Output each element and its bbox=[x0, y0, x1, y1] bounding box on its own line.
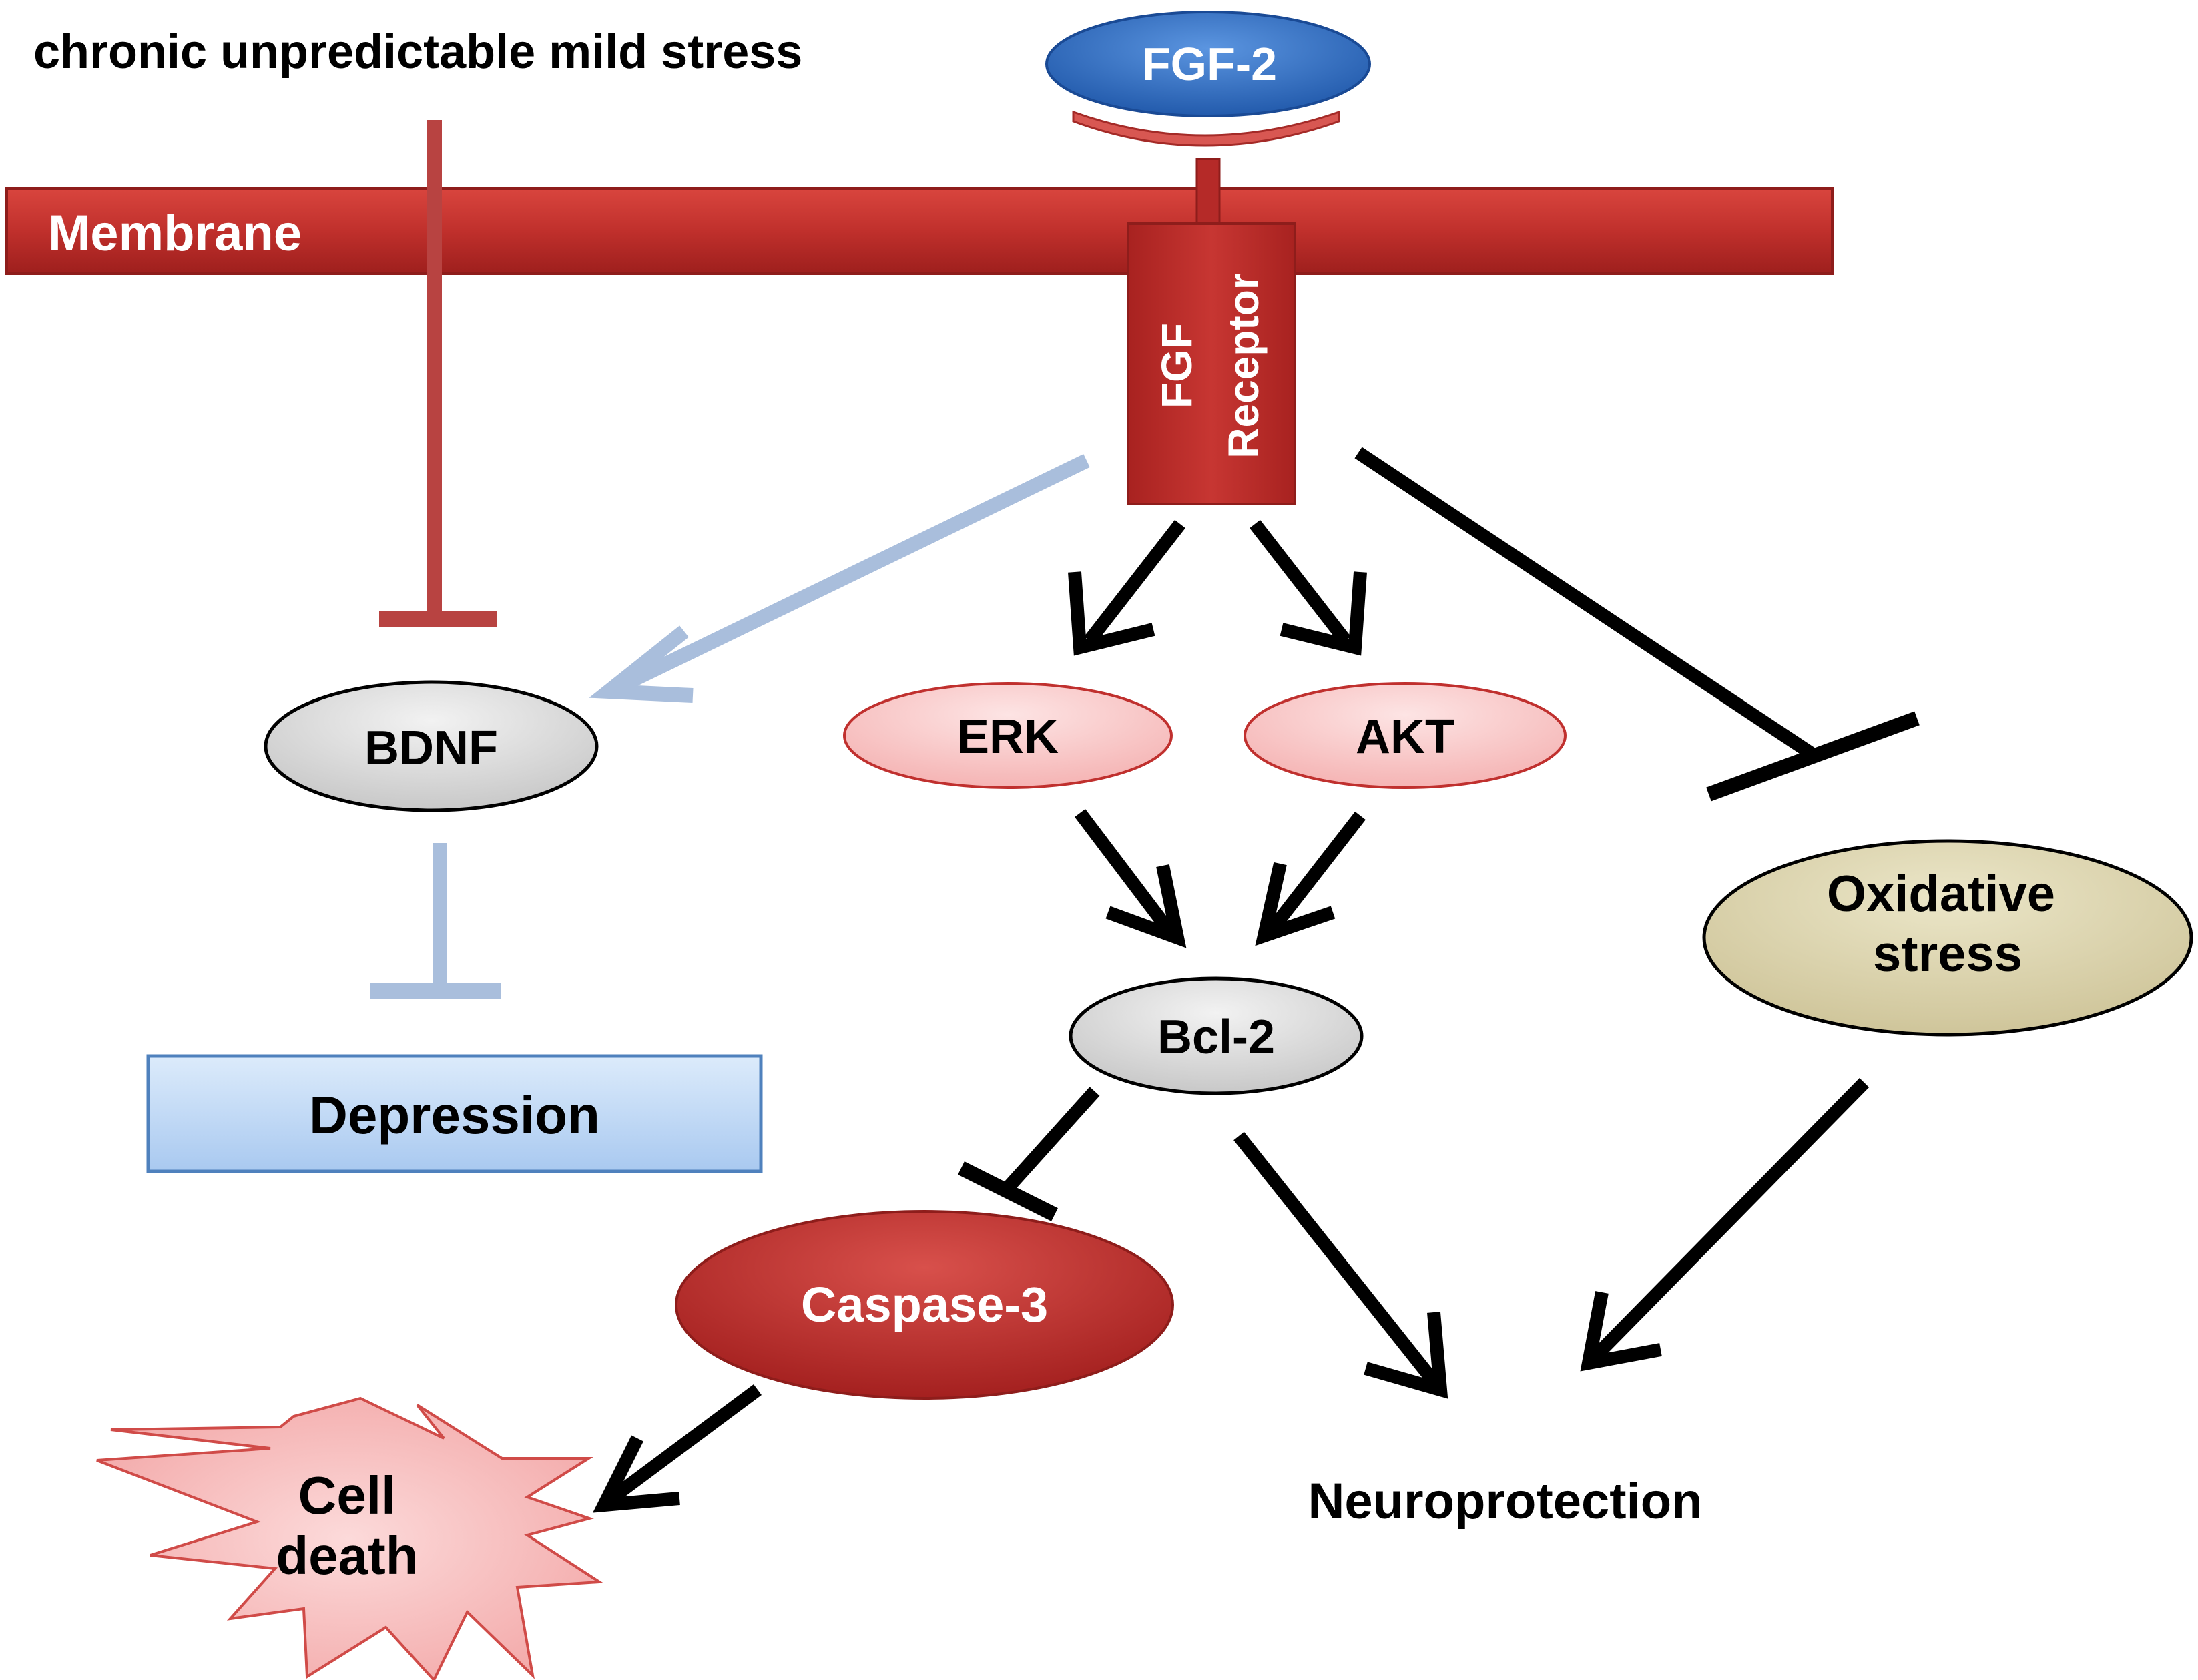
bdnf-label: BDNF bbox=[364, 722, 498, 775]
bcl2-to-neuroprotection-arrow bbox=[1233, 1131, 1448, 1399]
oxidative-stress-to-neuroprotection-arrow bbox=[1580, 1077, 1870, 1372]
bdnf-node: BDNF bbox=[264, 680, 599, 812]
depression-label: Depression bbox=[309, 1085, 600, 1145]
receptor-to-erk-arrow bbox=[1068, 519, 1185, 656]
erk-label: ERK bbox=[957, 710, 1059, 764]
oxidative-stress-node: Oxidative stress bbox=[1702, 839, 2193, 1037]
fgf2-ligand: FGF-2 bbox=[1045, 11, 1371, 147]
stressor-label: chronic unpredictable mild stress bbox=[33, 25, 802, 79]
oxidative-stress-label-line2: stress bbox=[1873, 926, 2022, 983]
erk-to-bcl2-arrow bbox=[1075, 808, 1187, 948]
caspase3-to-cell-death-arrow bbox=[593, 1384, 762, 1513]
depression-box: Depression bbox=[146, 1054, 763, 1173]
receptor-to-akt-arrow bbox=[1250, 519, 1367, 656]
erk-node: ERK bbox=[843, 682, 1173, 789]
fgf2-label: FGF-2 bbox=[1142, 38, 1277, 90]
akt-label: AKT bbox=[1356, 710, 1454, 764]
receptor-label-line1: FGF bbox=[1153, 323, 1201, 408]
receptor-inhibits-oxidative-stress bbox=[1354, 447, 1920, 802]
receptor-to-bdnf-arrow bbox=[589, 454, 1090, 703]
stress-inhibits-bdnf bbox=[379, 120, 497, 627]
cell-death-starburst: Cell death bbox=[96, 1396, 604, 1680]
bcl2-label: Bcl-2 bbox=[1157, 1011, 1275, 1064]
bcl2-node: Bcl-2 bbox=[1069, 976, 1364, 1095]
oxidative-stress-label-line1: Oxidative bbox=[1827, 866, 2055, 922]
fgf-receptor: FGF Receptor bbox=[1127, 158, 1296, 505]
cell-death-label-line2: death bbox=[276, 1526, 418, 1585]
neuroprotection-label: Neuroprotection bbox=[1308, 1473, 1702, 1530]
receptor-label-line2: Receptor bbox=[1219, 273, 1268, 458]
akt-to-bcl2-arrow bbox=[1255, 811, 1366, 946]
bdnf-inhibits-depression bbox=[370, 843, 501, 999]
membrane-label: Membrane bbox=[48, 205, 302, 262]
membrane: Membrane bbox=[5, 187, 1834, 275]
cell-death-label-line1: Cell bbox=[298, 1466, 396, 1525]
akt-node: AKT bbox=[1244, 682, 1567, 789]
bcl2-inhibits-caspase3 bbox=[958, 1087, 1100, 1221]
caspase3-label: Caspase-3 bbox=[801, 1277, 1048, 1332]
caspase3-node: Caspase-3 bbox=[675, 1210, 1174, 1400]
